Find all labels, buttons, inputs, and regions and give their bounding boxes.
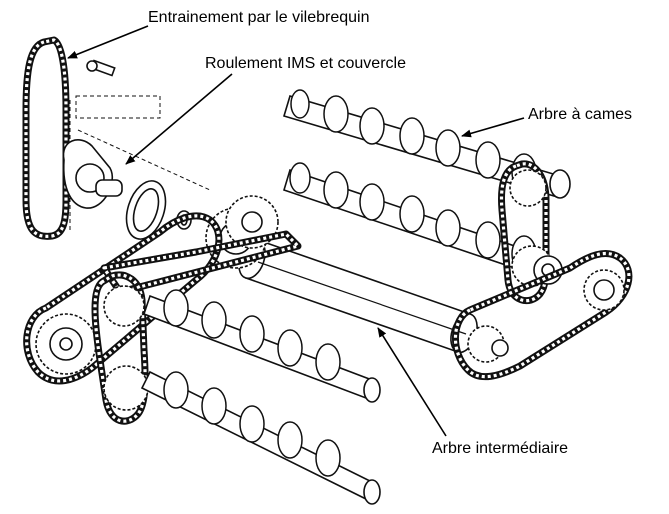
camshaft-arrow <box>461 117 525 138</box>
right-drive-chain <box>452 250 633 381</box>
left-drive-chain <box>23 212 302 385</box>
intermediate-shaft-arrow <box>377 327 447 437</box>
lower-camshafts <box>91 271 381 505</box>
ims-cover-assembly <box>62 59 211 240</box>
ims-bearing-label: Roulement IMS et couvercle <box>205 55 406 72</box>
crankshaft-chain <box>22 36 70 240</box>
intermediate-shaft-label: Arbre intermédiaire <box>432 440 569 457</box>
ims-bearing-arrow <box>125 73 233 165</box>
leader-arrows <box>67 25 525 437</box>
crankshaft-drive-arrow <box>67 25 149 59</box>
camshaft-label: Arbre à cames <box>528 106 633 123</box>
crankshaft-drive-label: Entrainement par le vilebrequin <box>148 9 370 26</box>
